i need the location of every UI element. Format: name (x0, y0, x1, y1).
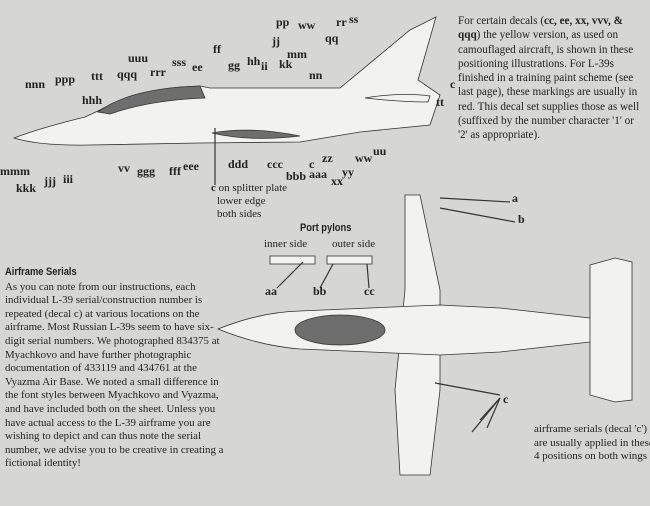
decal-label: ccc (267, 157, 283, 171)
decal-label: zz (322, 151, 333, 165)
decal-label: bbb (286, 169, 307, 183)
decal-label: tt (436, 95, 444, 109)
decal-label: aa (265, 284, 277, 298)
decal-label: eee (183, 159, 199, 173)
decal-label: yy (342, 165, 354, 179)
port-pylons-title: Port pylons (300, 222, 352, 234)
decal-label: kkk (16, 181, 37, 195)
decal-label: rrr (150, 65, 166, 79)
decal-label: rr (336, 15, 347, 29)
decal-label: ppp (55, 72, 76, 86)
airframe-serials-text: As you can note from our instructions, e… (5, 280, 224, 470)
decal-label: qqq (117, 67, 138, 81)
decal-label: ggg (137, 164, 155, 178)
decal-label: cc (364, 284, 375, 298)
decal-label: a (512, 191, 518, 205)
decal-label: aaa (309, 167, 327, 181)
side-view-tailplane (364, 94, 431, 103)
decal-label: ww (355, 151, 373, 165)
decal-label: mm (287, 47, 307, 61)
decal-label: bb (313, 284, 327, 298)
decal-label: c (450, 77, 456, 91)
decal-label: vv (118, 161, 130, 175)
airframe-serials-title: Airframe Serials (5, 266, 77, 278)
decal-label: ee (192, 60, 203, 74)
side-view-intake (211, 129, 301, 139)
top-view-fuselage (216, 304, 611, 356)
decal-label: xx (331, 174, 343, 188)
yellow-version-note: For certain decals (cc, ee, xx, vvv, & q… (458, 15, 640, 142)
decal-label: jj (272, 34, 280, 48)
inner-side-label: inner side (264, 238, 308, 250)
decal-label: nn (309, 68, 323, 82)
side-view-fuselage (12, 16, 441, 146)
decal-label: jjj (44, 174, 56, 188)
decal-label: pp (276, 15, 290, 29)
decal-label: uuu (128, 51, 149, 65)
decal-label: hh (247, 54, 261, 68)
decal-label: nnn (25, 77, 46, 91)
wing-serials-note: airframe serials (decal 'c') are usually… (534, 423, 650, 462)
decal-label: b (518, 212, 525, 226)
outer-side-label: outer side (332, 238, 376, 250)
pylon-inner (269, 255, 316, 265)
decal-label: iii (63, 172, 74, 186)
decal-label: ddd (228, 157, 249, 171)
top-view-tail (589, 257, 633, 403)
side-view-canopy (97, 85, 206, 115)
top-view-canopy (294, 314, 386, 346)
decal-label: uu (373, 144, 387, 158)
splitter-plate-note: c on splitter plate lower edge both side… (211, 182, 288, 220)
decal-label: c (309, 157, 315, 171)
decal-label: fff (169, 164, 181, 178)
decal-label: kk (279, 57, 293, 71)
decal-label: ww (298, 18, 316, 32)
airframe-serials-box: Airframe Serials As you can note from ou… (5, 266, 227, 471)
decal-label: gg (228, 58, 240, 72)
decal-label: ttt (91, 69, 103, 83)
decal-label: hhh (82, 93, 103, 107)
decal-label: c (503, 392, 509, 406)
decal-label: mmm (0, 164, 30, 178)
decal-label: ii (261, 59, 268, 73)
decal-label: sss (172, 55, 187, 69)
pylon-outer (326, 255, 373, 265)
decal-label: qq (325, 31, 339, 45)
decal-label: ss (349, 12, 359, 26)
decal-label: ff (213, 42, 221, 56)
